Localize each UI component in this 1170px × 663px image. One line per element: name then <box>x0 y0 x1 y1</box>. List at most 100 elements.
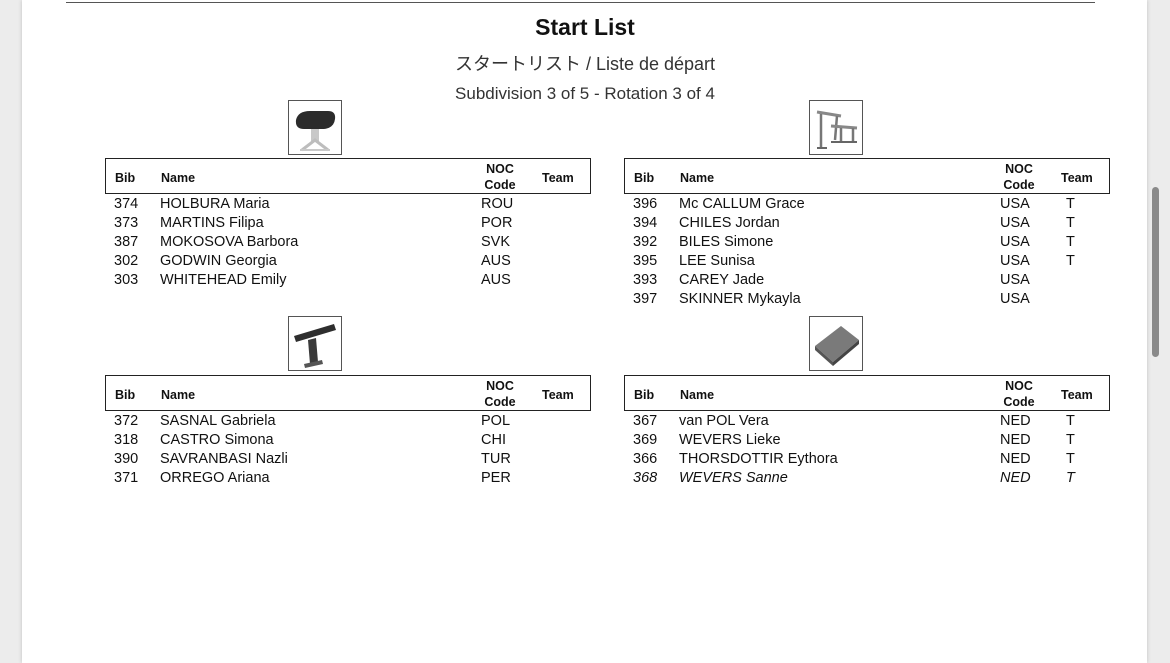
table-header: Bib Name NOC Code Team <box>105 158 591 194</box>
athlete-name: GODWIN Georgia <box>160 253 277 269</box>
athlete-bib: 373 <box>114 215 139 231</box>
table-row: 371 ORREGO Ariana PER <box>105 468 591 487</box>
header-name: Name <box>161 171 196 185</box>
header-noc-line2: Code <box>484 178 516 192</box>
header-noc-line2: Code <box>484 395 516 409</box>
athlete-team: T <box>1066 432 1075 448</box>
athlete-team: T <box>1066 215 1075 231</box>
athlete-bib: 397 <box>633 291 658 307</box>
athlete-bib: 372 <box>114 413 139 429</box>
athlete-bib: 387 <box>114 234 139 250</box>
athlete-noc: ROU <box>481 196 514 212</box>
athlete-name: CHILES Jordan <box>679 215 780 231</box>
floor-exercise-icon <box>809 316 863 371</box>
athlete-noc: USA <box>1000 253 1030 269</box>
header-noc-code: NOC Code <box>482 378 518 410</box>
athlete-noc: USA <box>1000 196 1030 212</box>
athlete-noc: SVK <box>481 234 511 250</box>
athlete-noc: USA <box>1000 272 1030 288</box>
header-noc-line1: NOC <box>1005 379 1033 393</box>
table-row: 390 SAVRANBASI Nazli TUR <box>105 449 591 468</box>
header-name: Name <box>161 388 196 402</box>
athlete-name: Mc CALLUM Grace <box>679 196 805 212</box>
page-subtitle: スタートリスト / Liste de départ <box>454 54 716 74</box>
athlete-team: T <box>1066 196 1075 212</box>
athlete-noc: NED <box>1000 451 1031 467</box>
athlete-noc: NED <box>1000 432 1031 448</box>
table-row: 369 WEVERS Lieke NED T <box>624 430 1110 449</box>
athlete-team: T <box>1066 413 1075 429</box>
header-bib: Bib <box>115 388 136 402</box>
athlete-bib: 318 <box>114 432 139 448</box>
athlete-noc: POL <box>481 413 511 429</box>
vertical-scrollbar[interactable] <box>1152 187 1159 357</box>
header-noc-line1: NOC <box>486 379 514 393</box>
athlete-name: van POL Vera <box>679 413 769 429</box>
athlete-name: CAREY Jade <box>679 272 765 288</box>
header-team: Team <box>542 388 574 402</box>
table-row: 396 Mc CALLUM Grace USA T <box>624 194 1110 213</box>
athlete-name: MARTINS Filipa <box>160 215 264 231</box>
document-page <box>22 0 1147 663</box>
athlete-name: WEVERS Lieke <box>679 432 781 448</box>
header-name: Name <box>680 388 715 402</box>
top-divider <box>66 2 1095 3</box>
athlete-noc: NED <box>1000 470 1031 486</box>
header-noc-line1: NOC <box>486 162 514 176</box>
header-team: Team <box>1061 388 1093 402</box>
table-row: 302 GODWIN Georgia AUS <box>105 251 591 270</box>
athlete-name: THORSDOTTIR Eythora <box>679 451 838 467</box>
athlete-bib: 366 <box>633 451 658 467</box>
athlete-bib: 303 <box>114 272 139 288</box>
table-row: 366 THORSDOTTIR Eythora NED T <box>624 449 1110 468</box>
header-noc-line2: Code <box>1003 178 1035 192</box>
athlete-team: T <box>1066 451 1075 467</box>
header-bib: Bib <box>634 171 655 185</box>
uneven-bars-icon <box>809 100 863 155</box>
athlete-name: HOLBURA Maria <box>160 196 270 212</box>
athlete-noc: AUS <box>481 253 511 269</box>
athlete-noc: PER <box>481 470 511 486</box>
athlete-bib: 393 <box>633 272 658 288</box>
header-bib: Bib <box>634 388 655 402</box>
vault-icon <box>288 100 342 155</box>
header-noc-line1: NOC <box>1005 162 1033 176</box>
athlete-noc: USA <box>1000 291 1030 307</box>
athlete-noc: TUR <box>481 451 511 467</box>
athlete-bib: 369 <box>633 432 658 448</box>
athlete-name: SAVRANBASI Nazli <box>160 451 288 467</box>
athlete-name: ORREGO Ariana <box>160 470 270 486</box>
athlete-bib: 396 <box>633 196 658 212</box>
page-title: Start List <box>535 14 635 40</box>
table-header: Bib Name NOC Code Team <box>105 375 591 411</box>
header-bib: Bib <box>115 171 136 185</box>
athlete-bib: 392 <box>633 234 658 250</box>
header-name: Name <box>680 171 715 185</box>
athlete-bib: 394 <box>633 215 658 231</box>
athlete-bib: 371 <box>114 470 139 486</box>
header-team: Team <box>542 171 574 185</box>
balance-beam-icon <box>288 316 342 371</box>
athlete-name: LEE Sunisa <box>679 253 755 269</box>
athlete-name: WEVERS Sanne <box>679 470 788 486</box>
athlete-bib: 390 <box>114 451 139 467</box>
athlete-bib: 302 <box>114 253 139 269</box>
